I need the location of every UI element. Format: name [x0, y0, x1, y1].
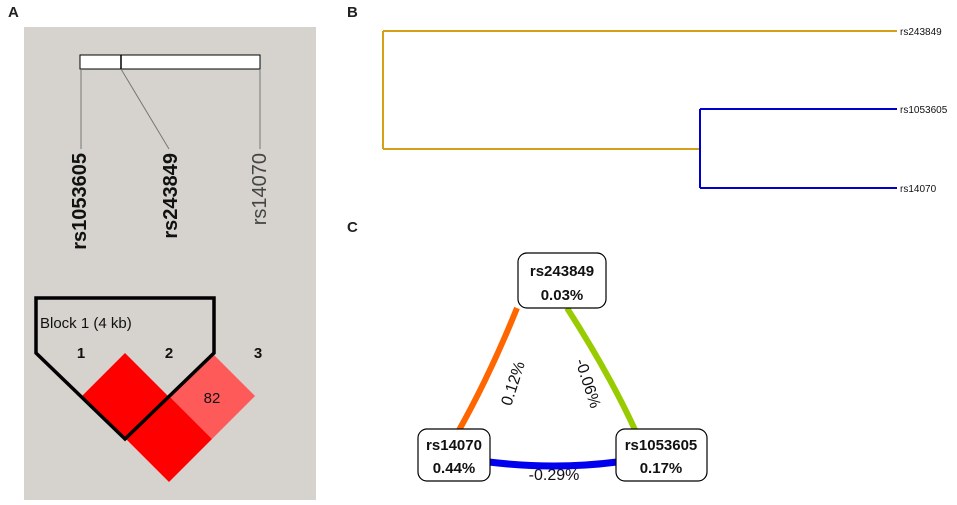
node-box-rs14070: [417, 428, 491, 482]
edge-label-0-12: 0.12%: [499, 359, 529, 407]
ld-value-2-3: 82: [204, 390, 221, 407]
snp-name-2: rs243849: [160, 153, 182, 239]
haplotype-block-outline: [34, 296, 216, 442]
snp-name-3: rs14070: [249, 153, 271, 225]
snp-number-1: 1: [77, 345, 85, 362]
node-name-rs14070: rs14070: [426, 437, 482, 454]
snp-connector-2: [120, 68, 170, 150]
panel-b-label: B: [347, 4, 358, 21]
edge-rs243849-rs1053605: [564, 306, 639, 434]
leaf-label-1: rs243849: [900, 27, 942, 38]
leaf-label-3: rs14070: [900, 184, 937, 195]
node-name-rs1053605: rs1053605: [625, 437, 698, 454]
node-box-rs1053605: [615, 428, 708, 482]
ld-plot-svg: rs1053605 rs243849 rs14070 82 Block 1 (4…: [34, 54, 271, 482]
edge-label-neg-0-29: -0.29%: [529, 467, 580, 484]
node-value-rs1053605: 0.17%: [640, 460, 683, 477]
dendrogram-panel: rs243849 rs1053605 rs14070: [370, 15, 957, 205]
edge-rs14070-rs1053605: [488, 458, 618, 470]
block-label: Block 1 (4 kb): [40, 315, 132, 332]
panel-a-label: A: [8, 4, 19, 21]
chromosome-bar: [79, 54, 261, 70]
dendrogram-svg: rs243849 rs1053605 rs14070: [382, 27, 948, 195]
node-value-rs243849: 0.03%: [541, 287, 584, 304]
interaction-graph-svg: 0.12% -0.06% -0.29% rs243849 0.03% rs140…: [417, 252, 708, 484]
snp-name-1: rs1053605: [69, 153, 91, 250]
interaction-graph-panel: 0.12% -0.06% -0.29% rs243849 0.03% rs140…: [370, 240, 750, 500]
snp-number-2: 2: [165, 345, 173, 362]
snp-number-3: 3: [254, 345, 262, 362]
node-name-rs243849: rs243849: [530, 263, 594, 280]
node-value-rs14070: 0.44%: [433, 460, 476, 477]
panel-c-label: C: [347, 219, 358, 236]
edge-rs243849-rs14070: [455, 306, 520, 434]
node-box-rs243849: [517, 252, 607, 309]
ld-plot-panel: rs1053605 rs243849 rs14070 82 Block 1 (4…: [24, 27, 316, 500]
leaf-label-2: rs1053605: [900, 105, 948, 116]
